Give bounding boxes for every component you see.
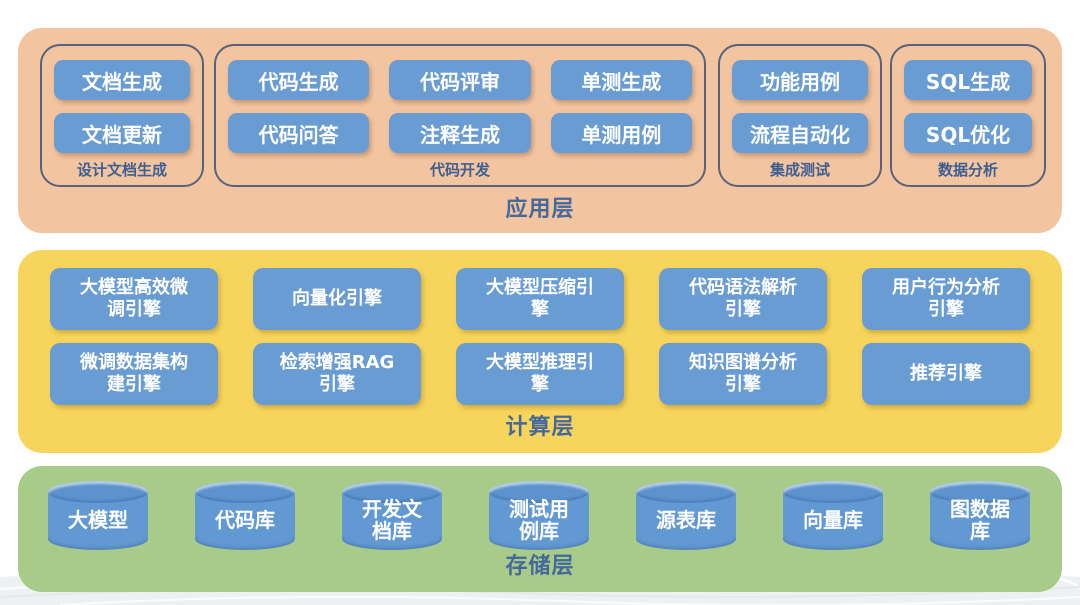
group-data-analysis: SQL生成 SQL优化 数据分析 <box>890 44 1046 187</box>
capability-sql-optimize: SQL优化 <box>904 113 1032 153</box>
engine-finetune-dataset-build: 微调数据集构 建引擎 <box>50 343 218 405</box>
group-design-doc-generation: 文档生成 文档更新 设计文档生成 <box>40 44 204 187</box>
db-label: 代码库 <box>215 507 275 532</box>
db-cylinder-graph: 图数据 库 <box>930 481 1030 550</box>
db-label: 图数据 库 <box>950 496 1010 543</box>
engine-llm-compress: 大模型压缩引 擎 <box>456 268 624 330</box>
application-layer: 文档生成 文档更新 设计文档生成 代码生成 代码评审 单测生成 代码问答 注释生… <box>18 28 1062 233</box>
engine-recommendation: 推荐引擎 <box>862 343 1030 405</box>
capability-code-generate: 代码生成 <box>228 60 370 100</box>
db-label: 大模型 <box>68 507 128 532</box>
db-cylinder-test-case: 测试用 例库 <box>489 481 589 550</box>
group-code-development: 代码生成 代码评审 单测生成 代码问答 注释生成 单测用例 代码开发 <box>214 44 706 187</box>
storage-layer-label: 存储层 <box>505 554 575 579</box>
capability-unittest-case: 单测用例 <box>550 113 692 153</box>
application-groups: 文档生成 文档更新 设计文档生成 代码生成 代码评审 单测生成 代码问答 注释生… <box>40 44 1046 187</box>
engine-code-syntax-parse: 代码语法解析 引擎 <box>659 268 827 330</box>
engine-rag: 检索增强RAG 引擎 <box>253 343 421 405</box>
compute-layer-label: 计算层 <box>505 415 575 440</box>
group-label-data-analysis: 数据分析 <box>937 161 998 179</box>
capability-doc-generate: 文档生成 <box>54 60 190 100</box>
capability-comment-generate: 注释生成 <box>389 113 531 153</box>
engine-llm-inference: 大模型推理引 擎 <box>456 343 624 405</box>
group-label-design-doc: 设计文档生成 <box>76 161 167 179</box>
db-cylinder-vector: 向量库 <box>783 481 883 550</box>
db-cylinder-dev-doc: 开发文 档库 <box>342 481 442 550</box>
capability-sql-generate: SQL生成 <box>904 60 1032 100</box>
engine-user-behavior-analysis: 用户行为分析 引擎 <box>862 268 1030 330</box>
compute-layer: 大模型高效微 调引擎 向量化引擎 大模型压缩引 擎 代码语法解析 引擎 用户行为… <box>18 250 1062 453</box>
db-cylinder-code-repo: 代码库 <box>195 481 295 550</box>
storage-stores: 大模型 代码库 开发文 档库 测试用 例库 源表库 向量库 图数据 库 <box>48 466 1030 550</box>
capability-code-review: 代码评审 <box>389 60 531 100</box>
db-cylinder-llm: 大模型 <box>48 481 148 550</box>
db-cylinder-source-table: 源表库 <box>636 481 736 550</box>
storage-layer: 大模型 代码库 开发文 档库 测试用 例库 源表库 向量库 图数据 库 存储层 <box>18 466 1062 592</box>
db-label: 向量库 <box>803 507 863 532</box>
capability-unittest-generate: 单测生成 <box>550 60 692 100</box>
engine-vectorize: 向量化引擎 <box>253 268 421 330</box>
db-label: 源表库 <box>656 507 716 532</box>
db-label: 测试用 例库 <box>509 496 569 543</box>
capability-doc-update: 文档更新 <box>54 113 190 153</box>
capability-code-qa: 代码问答 <box>228 113 370 153</box>
capability-function-case: 功能用例 <box>732 60 868 100</box>
group-integration-test: 功能用例 流程自动化 集成测试 <box>718 44 882 187</box>
engine-knowledge-graph: 知识图谱分析 引擎 <box>659 343 827 405</box>
engine-llm-finetune: 大模型高效微 调引擎 <box>50 268 218 330</box>
group-label-integration-test: 集成测试 <box>769 161 830 179</box>
db-label: 开发文 档库 <box>362 496 422 543</box>
group-label-code-dev: 代码开发 <box>429 161 490 179</box>
application-layer-label: 应用层 <box>505 197 575 222</box>
capability-process-automation: 流程自动化 <box>732 113 868 153</box>
compute-engines: 大模型高效微 调引擎 向量化引擎 大模型压缩引 擎 代码语法解析 引擎 用户行为… <box>50 268 1030 405</box>
